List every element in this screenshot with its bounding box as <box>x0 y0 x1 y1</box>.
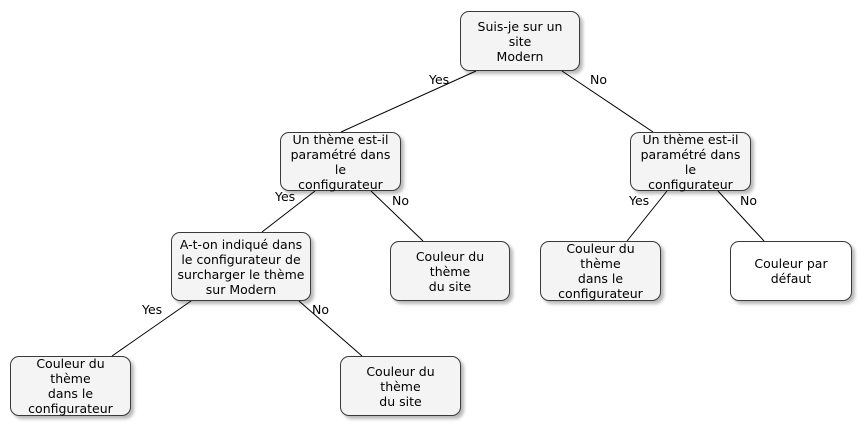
edge-root-no <box>561 70 654 133</box>
edge-label-right-yes: Yes <box>629 193 650 208</box>
edge-override-yes <box>111 300 192 357</box>
edge-root-yes <box>340 70 477 133</box>
theme-configured-question-left: Un thème est-il paramétré dans le config… <box>280 132 401 192</box>
edge-label-left-yes: Yes <box>275 189 296 204</box>
root-question-node: Suis-je sur un site Modern <box>460 11 580 71</box>
edge-label-override-no: No <box>312 302 329 317</box>
edge-right-yes <box>626 190 668 242</box>
default-color-node: Couleur par défaut <box>730 241 852 301</box>
edge-override-no <box>298 300 363 357</box>
override-theme-question-node: A-t-on indiqué dans le configurateur de … <box>171 232 311 301</box>
site-theme-color-node: Couleur du thème du site <box>390 241 510 301</box>
configurator-theme-color-node: Couleur du thème dans le configurateur <box>540 241 661 301</box>
theme-configured-question-right: Un thème est-il paramétré dans le config… <box>630 132 751 192</box>
edge-left-no <box>370 190 424 242</box>
edge-label-override-yes: Yes <box>142 302 163 317</box>
configurator-theme-color-node-bottom: Couleur du thème dans le configurateur <box>10 356 131 416</box>
edge-left-yes <box>261 190 316 233</box>
edge-right-no <box>717 190 765 242</box>
site-theme-color-node-bottom: Couleur du thème du site <box>340 356 461 416</box>
edge-label-left-no: No <box>392 193 409 208</box>
edge-label-root-no: No <box>590 72 607 87</box>
edge-label-root-yes: Yes <box>429 72 450 87</box>
edge-label-right-no: No <box>740 193 757 208</box>
